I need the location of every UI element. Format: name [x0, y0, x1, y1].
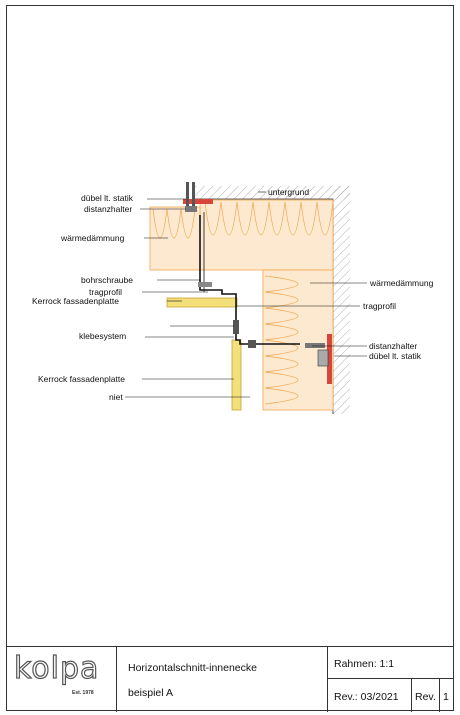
logo-est: Est. 1978 — [72, 690, 94, 696]
support-profile — [199, 215, 300, 345]
leader-lines — [125, 191, 367, 398]
drill-screw — [198, 282, 212, 287]
drawing-title: Horizontalschnitt-innenecke beispiel A — [117, 647, 328, 712]
revision-number-cell: 1 — [440, 679, 454, 712]
anchor-top — [183, 182, 213, 212]
insulation-top — [199, 199, 334, 271]
insulation-right — [262, 269, 334, 411]
logo-wordmark: kolpa — [13, 650, 100, 686]
label-duebel-right: dübel lt. statik — [369, 351, 422, 361]
kerrock-panel-vertical — [231, 339, 242, 411]
label-klebesystem: klebesystem — [79, 331, 126, 341]
label-waermedaemmung-left: wärmedämmung — [60, 233, 125, 243]
title-line-1: Horizontalschnitt-innenecke — [128, 662, 257, 674]
revision-label: Rev. — [415, 691, 436, 703]
title-block: kolpa Est. 1978 Horizontalschnitt-innene… — [6, 646, 454, 712]
anchor-right — [305, 334, 332, 384]
adhesive-system — [233, 320, 239, 334]
insulation-top-left — [149, 206, 201, 271]
revision-label-cell: Rev. — [412, 679, 440, 712]
label-duebel-top: dübel lt. statik — [81, 193, 134, 203]
label-kerrock-bottom: Kerrock fassadenplatte — [38, 374, 125, 384]
revision-number: 1 — [443, 691, 449, 703]
logo: kolpa Est. 1978 — [6, 647, 117, 712]
revision-date-cell: Rev.: 03/2021 — [328, 679, 412, 712]
label-distanzhalter-top: distanzhalter — [84, 204, 132, 214]
label-kerrock-top: Kerrock fassadenplatte — [32, 296, 119, 306]
label-distanzhalter-right: distanzhalter — [369, 341, 417, 351]
scale-text: Rahmen: 1:1 — [334, 658, 395, 670]
label-niet: niet — [109, 392, 123, 402]
kerrock-panel-horizontal — [166, 297, 238, 308]
label-untergrund: untergrund — [268, 187, 309, 197]
drawing-frame — [6, 5, 454, 711]
revision-date: Rev.: 03/2021 — [334, 691, 399, 703]
label-bohrschraube: bohrschraube — [81, 275, 133, 285]
rivet — [248, 340, 256, 348]
title-line-2: beispiel A — [128, 687, 173, 699]
label-waermedaemmung-right: wärmedämmung — [369, 278, 434, 288]
scale-cell: Rahmen: 1:1 — [328, 647, 454, 679]
label-tragprofil-left: tragprofil — [89, 287, 122, 297]
label-tragprofil-right: tragprofil — [363, 301, 396, 311]
